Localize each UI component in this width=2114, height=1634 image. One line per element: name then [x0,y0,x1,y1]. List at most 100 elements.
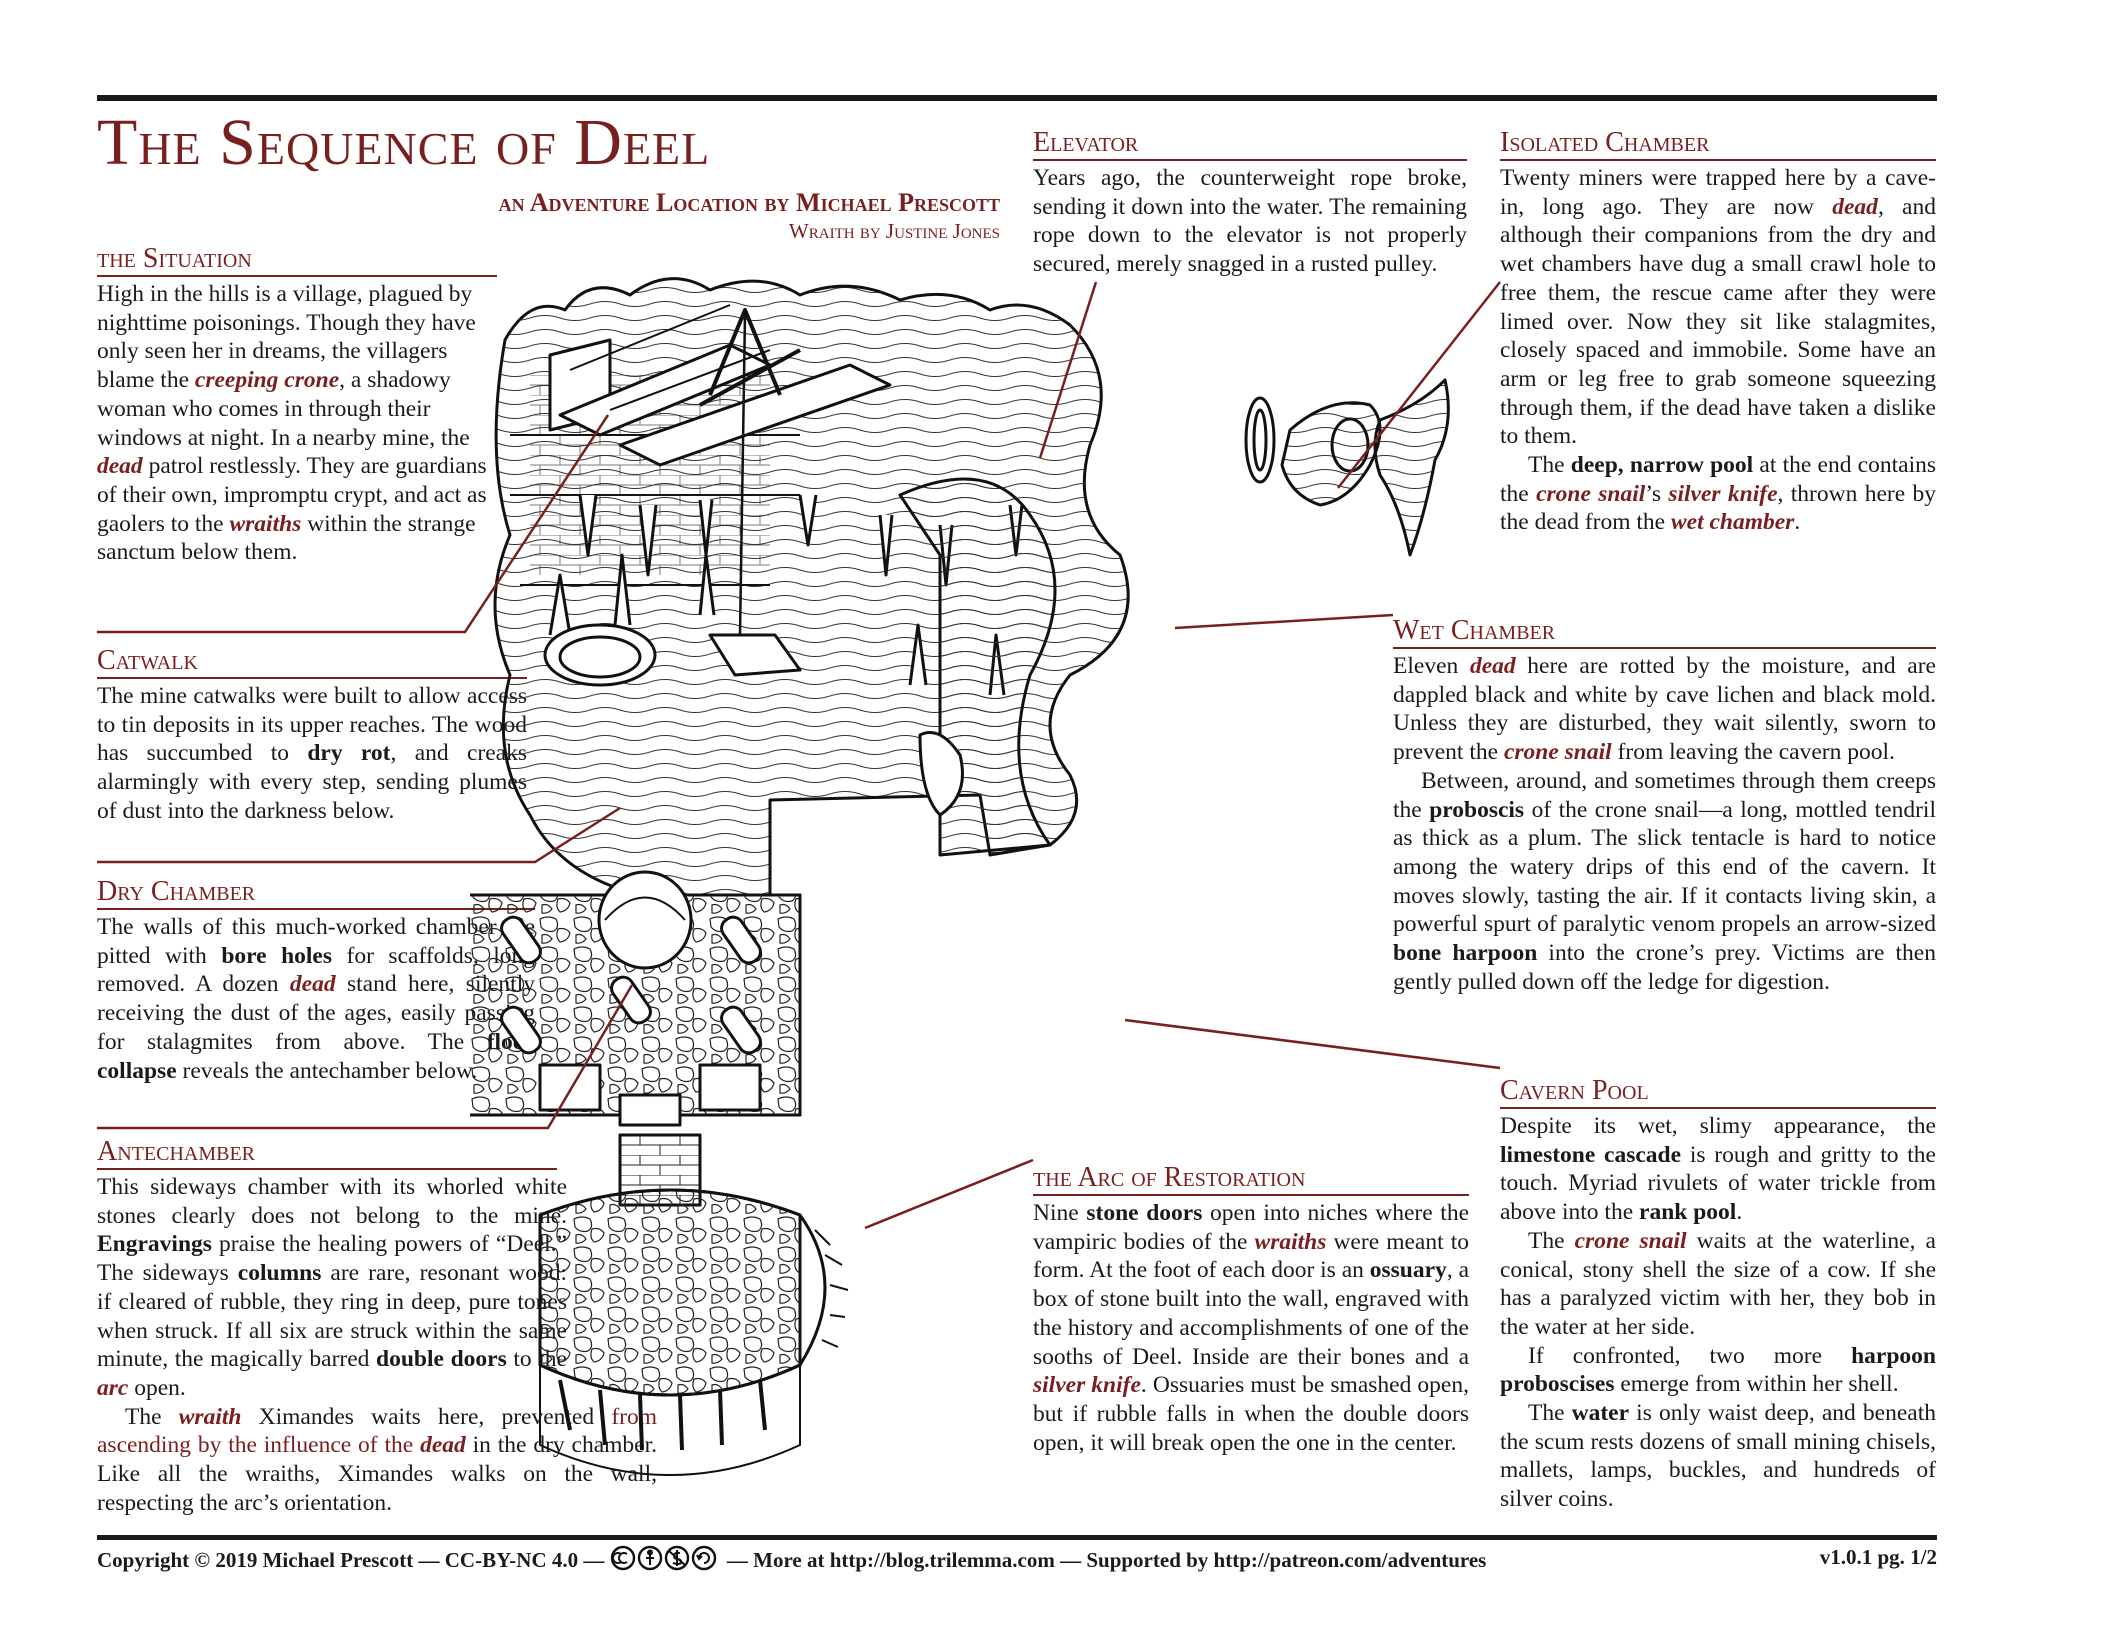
text-run: open into niches where the vampiric bodi… [1033,1200,1470,1255]
text-run: praise the healing powers of “Deel.” The… [97,1231,567,1287]
monster-keyword: dead [420,1432,466,1459]
bottom-rule [97,1535,1937,1540]
section-antechamber: Antechamber This sideways chamber with i… [97,1137,657,1517]
keyword: dry rot [307,740,391,767]
text-run: . Ossuaries must be smashed open, but if… [1033,1372,1469,1456]
section-text: The mine catwalks were built to allow ac… [97,682,527,826]
keyword: water [1571,1400,1630,1427]
text-run: of the crone snail—a long, mottled tendr… [1393,796,1936,938]
monster-keyword: crone snail [1536,480,1646,507]
callout-dry-chamber-line [97,984,634,1130]
keyword: double doors [376,1346,507,1373]
text-run: reveals the antechamber below. [176,1057,478,1084]
text-run: patrol restlessly. They are guardians of… [97,453,487,537]
section-heading: the Situation [97,244,497,277]
section-isolated-chamber: Isolated Chamber Twenty miners were trap… [1500,128,1936,537]
callout-situation-line [97,414,610,634]
keyword: bore holes [221,942,333,969]
text-run: Ximandes waits here, prevented [241,1403,612,1430]
callout-catwalk-line [97,806,621,864]
copyright-text: Copyright © 2019 Michael Prescott — CC-B… [97,1548,605,1572]
top-rule [97,95,1937,101]
text-run: Between, around, and sometimes through t… [1393,767,1936,823]
section-text: The wraith Ximandes waits here, prevente… [97,1403,657,1518]
text-run: are rare, resonant wood: if cleared of r… [97,1260,568,1373]
section-text: High in the hills is a village, plagued … [97,280,497,567]
section-text: Twenty miners were trapped here by a cav… [1500,164,1936,451]
monster-keyword: dead [1832,193,1878,220]
text-run: Despite its wet, slimy appearance, the [1500,1113,1936,1139]
cc-icon [610,1545,635,1571]
section-text: The crone snail waits at the waterline, … [1500,1227,1936,1342]
text-run: The [1528,1400,1572,1427]
text-run: Twenty miners were trapped here by a cav… [1500,165,1936,220]
text-run: for scaffolds, long removed. A dozen [97,942,536,998]
version-page: v1.0.1 pg. 1/2 [1819,1545,1937,1569]
keyword: proboscis [1429,796,1525,823]
section-elevator: Elevator Years ago, the counterweight ro… [1033,128,1467,279]
keyword: Engravings [97,1231,212,1258]
text-run: Years ago, the counterweight rope broke,… [1033,165,1467,278]
section-dry-chamber: Dry Chamber The walls of this much-worke… [97,877,535,1085]
sa-icon [691,1545,716,1571]
text-run: stand here, silently receiving the dust … [97,971,535,1055]
section-heading: Isolated Chamber [1500,128,1936,161]
callout-isolated-chamber-line [1337,281,1501,489]
footer: Copyright © 2019 Michael Prescott — CC-B… [97,1545,1937,1573]
section-text: Years ago, the counterweight rope broke,… [1033,164,1467,279]
section-cavern-pool: Cavern Pool Despite its wet, slimy appea… [1500,1076,1936,1514]
keyword: ossuary [1369,1257,1447,1284]
text-run: . [1736,1199,1743,1226]
section-heading: the Arc of Restoration [1033,1163,1469,1196]
section-text: If confronted, two more harpoon probosci… [1500,1342,1936,1399]
callout-elevator-line [1038,281,1098,459]
section-heading: Cavern Pool [1500,1076,1936,1109]
text-run: , and creaks alarmingly with every step,… [97,740,527,824]
text-run: emerge from within her shell. [1614,1371,1899,1398]
text-run: ’s [1645,480,1669,507]
section-heading: Antechamber [97,1137,557,1170]
section-heading: Elevator [1033,128,1467,161]
section-text: The water is only waist deep, and beneat… [1500,1399,1936,1514]
section-text: The deep, narrow pool at the end contain… [1500,451,1936,537]
text-run: here are rotted by the moisture, and are… [1393,653,1936,766]
text-run: is rough and gritty to the touch. Myriad… [1500,1141,1936,1226]
text-run: in the dry chamber. Like all the wraiths… [97,1432,657,1516]
text-run: Eleven [1393,653,1470,679]
monster-keyword: wet chamber [1670,509,1795,536]
section-heading: Catwalk [97,646,527,679]
cutaway-map-illustration [470,277,1450,1476]
text-run: . [1794,509,1801,536]
text-run: The walls of this much-worked chamber ar… [97,914,535,969]
text-run: Nine [1033,1200,1087,1226]
text-run: High in the hills is a village, plagued … [97,281,476,394]
text-run: at the end contains the [1500,452,1936,507]
text-run: The [1528,452,1571,479]
section-text: Despite its wet, slimy appearance, the l… [1500,1112,1936,1227]
text-run: were meant to form. At the foot of each … [1033,1228,1469,1284]
monster-keyword: dead [289,971,336,998]
section-situation: the Situation High in the hills is a vil… [97,244,497,567]
section-text: Between, around, and sometimes through t… [1393,767,1936,997]
monster-keyword: crone snail [1574,1227,1687,1254]
cc-license-icons [610,1545,716,1571]
links-text: — More at http://blog.trilemma.com — Sup… [726,1548,1487,1572]
monster-keyword: silver knife [1033,1372,1141,1399]
callout-cavern-pool-line [1124,1018,1501,1070]
text-run: , a shadowy woman who comes in through t… [97,367,470,451]
text-run: , thrown here by the dead from the [1500,480,1936,536]
monster-keyword: crone snail [1503,739,1612,766]
text-run: from leaving the cavern pool. [1611,739,1895,766]
text-run: , and although their companions from the… [1500,193,1936,450]
text-run: open. [128,1374,186,1401]
page-title: The Sequence of Deel [97,106,711,179]
callout-arc-line [864,1158,1034,1230]
monster-keyword: silver knife [1668,480,1778,507]
monster-keyword: wraith [178,1403,242,1430]
footer-left: Copyright © 2019 Michael Prescott — CC-B… [97,1545,1486,1573]
keyword: deep, narrow pool [1570,452,1754,479]
keyword: limestone cascade [1500,1141,1682,1168]
text-run: from ascending by the influence of the [97,1403,657,1459]
section-text: Eleven dead here are rotted by the moist… [1393,652,1936,767]
